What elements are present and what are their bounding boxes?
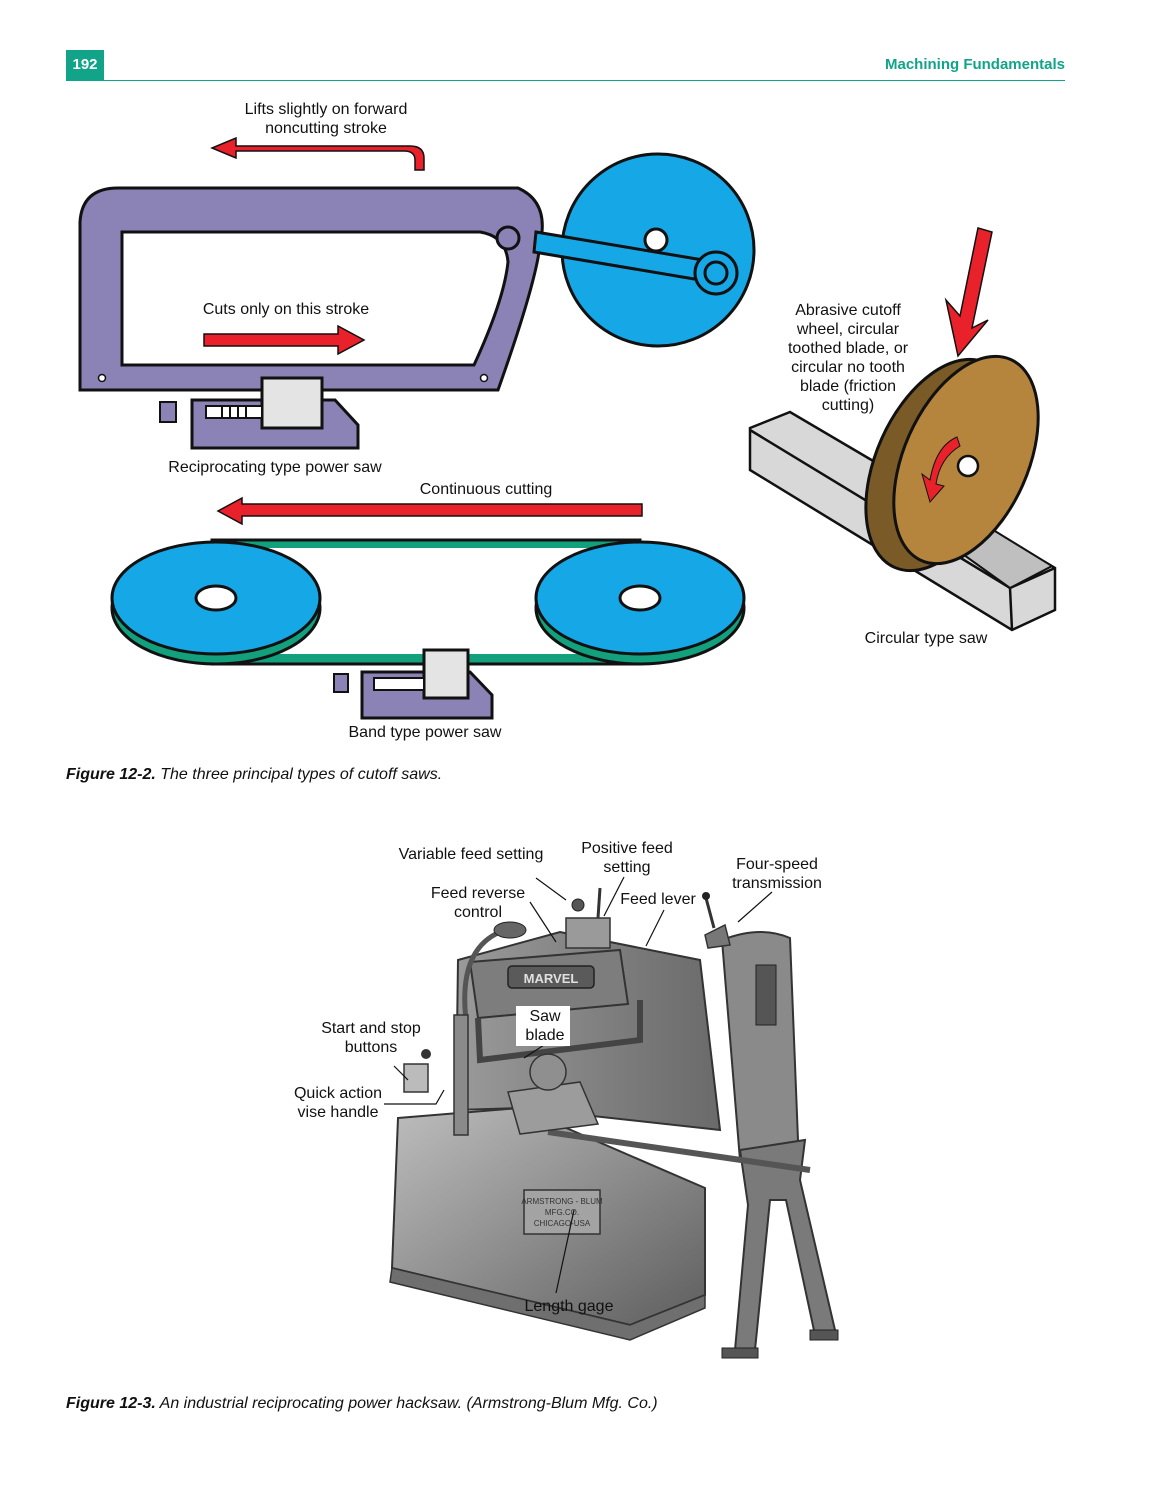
continuous-cutting-arrow — [216, 496, 643, 526]
callout-leaders — [384, 876, 773, 1294]
callout-quick-action-2: vise handle — [298, 1104, 379, 1121]
return-stroke-arrow — [210, 136, 425, 171]
callout-saw-blade-1: Saw — [529, 1008, 561, 1025]
callout-four-speed-2: transmission — [732, 875, 822, 892]
label-cuts-only: Cuts only on this stroke — [203, 301, 369, 318]
label-circular-saw: Circular type saw — [865, 630, 988, 647]
label-lifts-line2: noncutting stroke — [265, 120, 387, 137]
figure-12-2-diagram: Lifts slightly on forward noncutting str… — [78, 101, 1057, 741]
figure-12-3-caption-text: An industrial reciprocating power hacksa… — [155, 1395, 658, 1412]
band-saw — [110, 538, 746, 666]
callout-length-gage: Length gage — [525, 1298, 614, 1315]
label-abrasive-6: cutting) — [822, 397, 874, 414]
label-band-saw: Band type power saw — [349, 724, 502, 741]
label-abrasive-1: Abrasive cutoff — [795, 302, 901, 319]
figure-12-2-caption-label: Figure 12-2. — [66, 766, 156, 783]
callout-feed-reverse-2: control — [454, 904, 502, 921]
label-lifts-line1: Lifts slightly on forward — [245, 101, 408, 118]
callout-variable-feed: Variable feed setting — [399, 846, 544, 863]
callout-feed-reverse-1: Feed reverse — [431, 885, 525, 902]
frame-pivot — [495, 225, 521, 251]
hacksaw-frame — [78, 186, 544, 392]
callout-saw-blade-2: blade — [525, 1027, 564, 1044]
callout-positive-feed-1: Positive feed — [581, 840, 673, 857]
label-abrasive-3: toothed blade, or — [788, 340, 909, 357]
header-rule — [66, 80, 1065, 81]
nameplate-line1: ARMSTRONG - BLUM — [521, 1197, 603, 1206]
callout-feed-lever: Feed lever — [620, 891, 696, 908]
label-abrasive-2: wheel, circular — [796, 321, 900, 338]
hacksaw-machine: MARVEL ARMSTRONG - BLUM MFG.CO. CHICAGO-… — [389, 887, 839, 1359]
figure-12-3-caption-label: Figure 12-3. — [66, 1395, 156, 1412]
figure-12-2-caption-text: The three principal types of cutoff saws… — [155, 766, 443, 783]
vise-reciprocating — [159, 376, 360, 450]
figure-12-3-caption: Figure 12-3. An industrial reciprocating… — [66, 1395, 658, 1413]
callout-four-speed-1: Four-speed — [736, 856, 818, 873]
running-header-title: Machining Fundamentals — [884, 56, 1065, 73]
figure-12-2-caption: Figure 12-2. The three principal types o… — [66, 766, 442, 784]
page-number: 192 — [66, 50, 104, 80]
circular-saw — [748, 227, 1057, 632]
callout-start-stop-2: buttons — [345, 1039, 397, 1056]
cutting-stroke-arrow — [203, 324, 366, 356]
callout-quick-action-1: Quick action — [294, 1085, 382, 1102]
label-reciprocating-saw: Reciprocating type power saw — [168, 459, 382, 476]
vise-band — [333, 648, 494, 720]
brand-plate: MARVEL — [524, 971, 579, 986]
label-abrasive-5: blade (friction — [800, 378, 896, 395]
callout-positive-feed-2: setting — [603, 859, 650, 876]
nameplate-line2: MFG.CO. — [545, 1208, 579, 1217]
label-abrasive-4: circular no tooth — [791, 359, 905, 376]
nameplate-line3: CHICAGO-USA — [534, 1219, 591, 1228]
callout-start-stop-1: Start and stop — [321, 1020, 421, 1037]
label-continuous-cutting: Continuous cutting — [420, 481, 553, 498]
